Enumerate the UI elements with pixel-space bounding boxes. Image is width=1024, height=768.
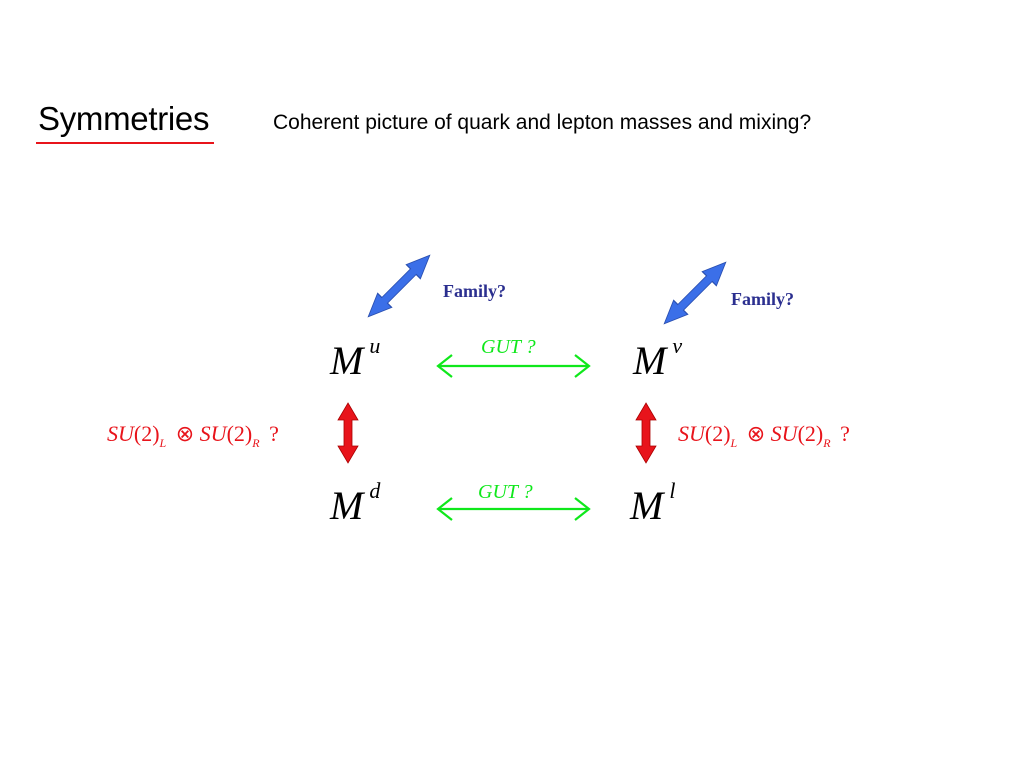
gut-arrow-top [436, 354, 591, 378]
slide-title: Symmetries [38, 100, 210, 137]
su-arrow-left [337, 402, 359, 464]
su2-label-right: SU(2)L ⊗ SU(2)R ? [678, 421, 850, 450]
family-label-right: Family? [731, 289, 794, 309]
family-label-left: Family? [443, 281, 506, 301]
family-arrow-left [367, 254, 431, 318]
su-arrow-right [635, 402, 657, 464]
gut-label-bottom: GUT ? [478, 481, 533, 503]
gut-arrow-bottom [436, 497, 591, 521]
family-arrow-right [663, 261, 727, 325]
title-underline [36, 142, 214, 144]
gut-label-top: GUT ? [481, 336, 536, 358]
su2-label-left: SU(2)L ⊗ SU(2)R ? [107, 421, 279, 450]
slide-subtitle: Coherent picture of quark and lepton mas… [273, 111, 812, 134]
